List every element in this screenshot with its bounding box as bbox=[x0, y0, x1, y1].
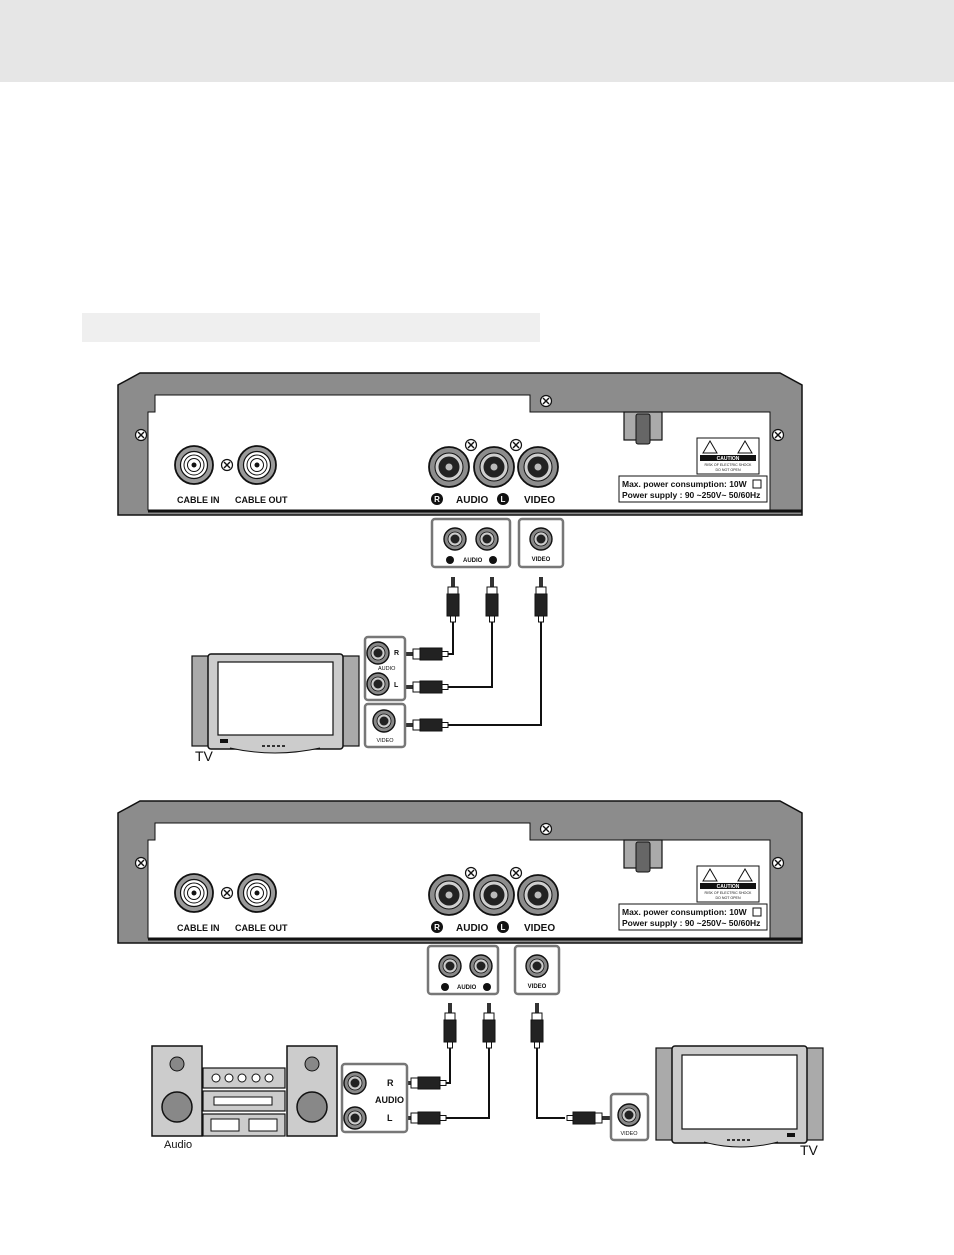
tv-label: TV bbox=[195, 748, 214, 764]
video-jack-panel: VIDEO bbox=[517, 517, 565, 569]
svg-text:VIDEO: VIDEO bbox=[532, 557, 551, 563]
cable-out-label: CABLE OUT bbox=[235, 495, 288, 505]
lightning-warning-icon bbox=[702, 868, 718, 882]
video-label: VIDEO bbox=[524, 495, 555, 506]
svg-text:L: L bbox=[501, 495, 506, 504]
exclamation-warning-icon bbox=[737, 440, 753, 454]
audio-l-jack bbox=[473, 446, 515, 488]
svg-text:Power supply : 90 ~250V~ 50/60: Power supply : 90 ~250V~ 50/60Hz bbox=[622, 490, 760, 500]
screw-icon bbox=[509, 866, 523, 880]
screw-icon bbox=[539, 394, 553, 408]
screw-icon bbox=[134, 428, 148, 442]
svg-text:VIDEO: VIDEO bbox=[528, 984, 547, 990]
cable-in-label: CABLE IN bbox=[177, 923, 220, 933]
svg-text:Max. power consumption: 10W: Max. power consumption: 10W bbox=[622, 907, 748, 917]
svg-text:Max. power consumption: 10W: Max. power consumption: 10W bbox=[622, 479, 748, 489]
svg-text:AUDIO: AUDIO bbox=[378, 666, 396, 672]
svg-text:R: R bbox=[387, 1078, 394, 1088]
svg-text:L: L bbox=[501, 923, 506, 932]
cable-out-connector bbox=[237, 873, 277, 913]
screw-icon bbox=[464, 438, 478, 452]
audio-jack-panel: AUDIO bbox=[426, 944, 500, 996]
video-jack bbox=[517, 874, 559, 916]
screw-icon bbox=[134, 856, 148, 870]
tv-label: TV bbox=[800, 1142, 819, 1158]
l-mark-icon bbox=[497, 493, 509, 505]
svg-text:Power supply : 90 ~250V~ 50/60: Power supply : 90 ~250V~ 50/60Hz bbox=[622, 918, 760, 928]
svg-text:RISK OF ELECTRIC SHOCK: RISK OF ELECTRIC SHOCK bbox=[705, 891, 753, 895]
cable-set bbox=[402, 576, 548, 732]
screw-icon bbox=[509, 438, 523, 452]
audio-system-input-panel: R AUDIO L bbox=[340, 1062, 409, 1134]
screw-icon bbox=[464, 866, 478, 880]
svg-text:DO NOT OPEN: DO NOT OPEN bbox=[715, 896, 740, 900]
l-mark-icon bbox=[497, 921, 509, 933]
cable-out-label: CABLE OUT bbox=[235, 923, 288, 933]
section-title-band bbox=[82, 313, 540, 342]
receiver-rear-panel: CABLE IN CABLE OUT R AUDIO L VIDEO CAUTI… bbox=[117, 372, 803, 516]
video-label: VIDEO bbox=[524, 923, 555, 934]
audio-r-jack bbox=[428, 446, 470, 488]
tv-illustration bbox=[191, 653, 360, 754]
svg-text:RISK OF ELECTRIC SHOCK: RISK OF ELECTRIC SHOCK bbox=[705, 463, 753, 467]
svg-text:R: R bbox=[434, 923, 440, 932]
svg-text:VIDEO: VIDEO bbox=[620, 1131, 638, 1137]
r-mark-icon bbox=[431, 921, 443, 933]
lightning-warning-icon bbox=[702, 440, 718, 454]
svg-text:DO NOT OPEN: DO NOT OPEN bbox=[715, 468, 740, 472]
cable-in-connector bbox=[174, 873, 214, 913]
screw-icon bbox=[539, 822, 553, 836]
cable-in-label: CABLE IN bbox=[177, 495, 220, 505]
svg-text:VIDEO: VIDEO bbox=[376, 738, 394, 744]
power-spec-label: Max. power consumption: 10W Power supply… bbox=[618, 903, 768, 931]
svg-text:R: R bbox=[434, 495, 440, 504]
svg-text:R: R bbox=[394, 650, 399, 657]
svg-text:AUDIO: AUDIO bbox=[463, 558, 483, 564]
cable-out-connector bbox=[237, 445, 277, 485]
exclamation-warning-icon bbox=[737, 868, 753, 882]
tv-illustration bbox=[655, 1045, 824, 1148]
svg-text:L: L bbox=[394, 682, 399, 689]
audio-label: AUDIO bbox=[456, 495, 488, 506]
screw-icon bbox=[771, 856, 785, 870]
svg-text:CAUTION: CAUTION bbox=[717, 456, 740, 462]
header-band bbox=[0, 0, 954, 82]
svg-text:AUDIO: AUDIO bbox=[375, 1095, 404, 1105]
audio-l-jack bbox=[473, 874, 515, 916]
receiver-rear-panel: CABLE IN CABLE OUT R AUDIO L VIDEO CAUTI… bbox=[117, 800, 803, 944]
cable-set bbox=[400, 1002, 613, 1125]
svg-text:CAUTION: CAUTION bbox=[717, 884, 740, 890]
audio-label: Audio bbox=[164, 1139, 192, 1151]
video-jack-panel: VIDEO bbox=[513, 944, 561, 996]
audio-system-illustration bbox=[151, 1045, 338, 1137]
tv-video-input-panel: VIDEO bbox=[609, 1092, 650, 1142]
audio-jack-panel: AUDIO bbox=[430, 517, 512, 569]
cable-in-connector bbox=[174, 445, 214, 485]
screw-icon bbox=[220, 886, 234, 900]
tv-video-input-panel: VIDEO bbox=[363, 702, 407, 749]
power-spec-label: Max. power consumption: 10W Power supply… bbox=[618, 475, 768, 503]
screw-icon bbox=[771, 428, 785, 442]
audio-label: AUDIO bbox=[456, 923, 488, 934]
screw-icon bbox=[220, 458, 234, 472]
audio-r-jack bbox=[428, 874, 470, 916]
tv-audio-input-panel: R AUDIO L bbox=[363, 635, 407, 702]
caution-label: CAUTION RISK OF ELECTRIC SHOCK DO NOT OP… bbox=[696, 437, 760, 475]
caution-label: CAUTION RISK OF ELECTRIC SHOCK DO NOT OP… bbox=[696, 865, 760, 903]
svg-text:L: L bbox=[387, 1113, 393, 1123]
svg-text:AUDIO: AUDIO bbox=[457, 985, 477, 991]
video-jack bbox=[517, 446, 559, 488]
r-mark-icon bbox=[431, 493, 443, 505]
